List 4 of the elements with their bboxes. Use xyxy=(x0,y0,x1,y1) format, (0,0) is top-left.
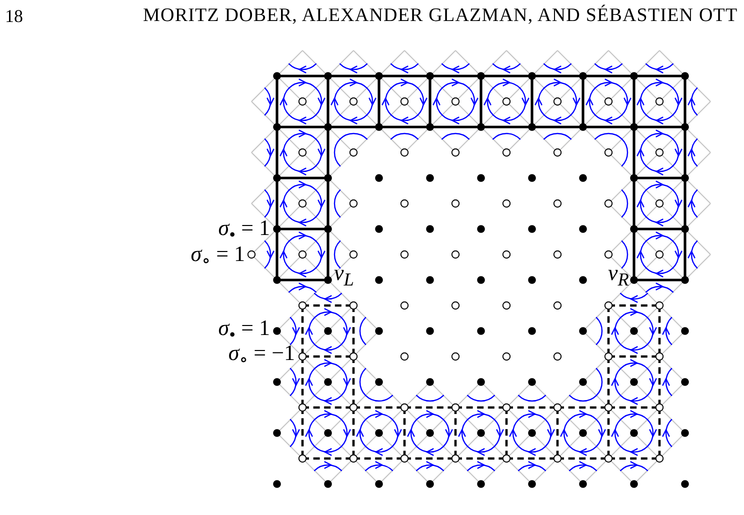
author-header: MORITZ DOBER, ALEXANDER GLAZMAN, AND SÉBASTIEN OTT xyxy=(143,4,738,28)
vertex-label: v$_{R}$ xyxy=(608,261,629,292)
page-number: 18 xyxy=(5,5,23,28)
vertex-label: v$_{L}$ xyxy=(334,261,354,292)
